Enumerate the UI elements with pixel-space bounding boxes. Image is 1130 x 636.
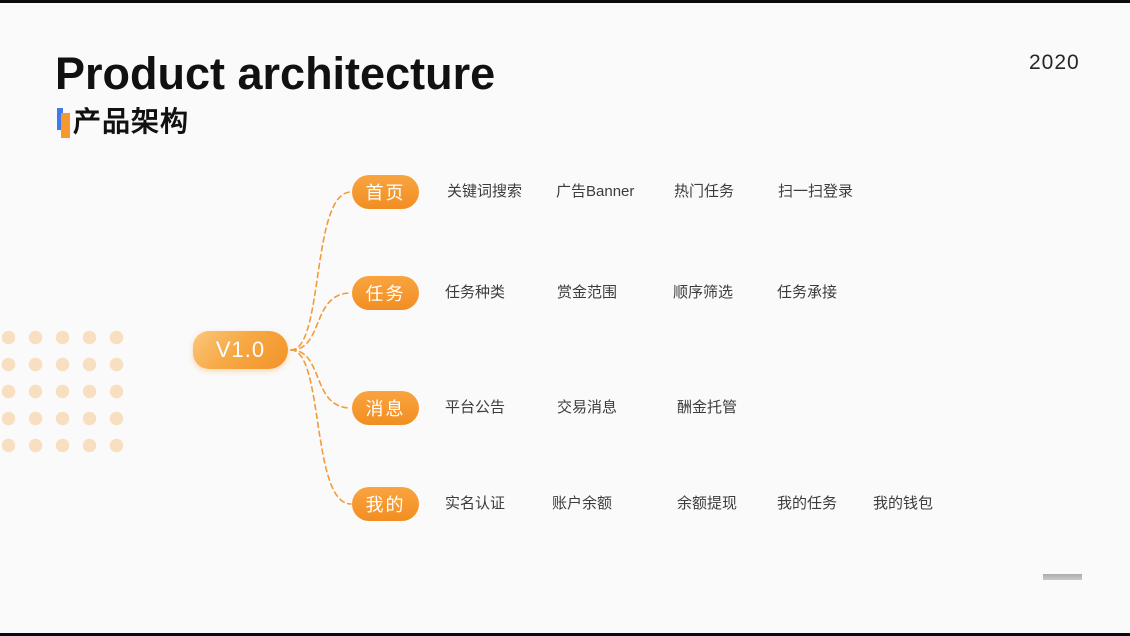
page-subtitle: 产品架构	[73, 106, 190, 137]
leaf-item: 关键词搜索	[447, 183, 523, 200]
leaf-item: 顺序筛选	[673, 284, 734, 301]
page-title: Product architecture	[55, 48, 496, 99]
connector-branch-home	[290, 191, 352, 351]
leaf-item: 实名认证	[445, 495, 506, 512]
leaf-item: 任务种类	[445, 284, 506, 301]
leaf-item: 扫一扫登录	[778, 183, 854, 200]
branch-node-home: 首页	[352, 175, 419, 209]
leaf-item: 赏金范围	[557, 284, 618, 301]
leaf-item: 酬金托管	[677, 399, 738, 416]
leaf-item: 余额提现	[677, 495, 738, 512]
leaf-item: 交易消息	[557, 399, 618, 416]
year-label: 2020	[1029, 51, 1080, 74]
footer-bar-decoration	[1043, 574, 1082, 580]
connector-branch-mine	[290, 349, 352, 505]
connector-branch-messages	[290, 349, 352, 409]
leaf-item: 平台公告	[445, 399, 506, 416]
letterbox-top	[0, 0, 1130, 3]
leaf-item: 我的任务	[777, 495, 838, 512]
dot-grid-decoration	[0, 324, 131, 460]
letterbox-bottom	[0, 633, 1130, 636]
connector-branch-tasks	[290, 292, 352, 351]
leaf-item: 热门任务	[674, 183, 735, 200]
branch-node-messages: 消息	[352, 391, 419, 425]
accent-bar-blue	[57, 108, 63, 130]
branch-node-tasks: 任务	[352, 276, 419, 310]
mindmap-root-node: V1.0	[193, 331, 288, 369]
leaf-item: 我的钱包	[873, 495, 934, 512]
leaf-item: 账户余额	[552, 495, 613, 512]
accent-bar-orange	[61, 113, 70, 138]
leaf-item: 任务承接	[777, 284, 838, 301]
leaf-item: 广告Banner	[556, 183, 635, 200]
branch-node-mine: 我的	[352, 487, 419, 521]
